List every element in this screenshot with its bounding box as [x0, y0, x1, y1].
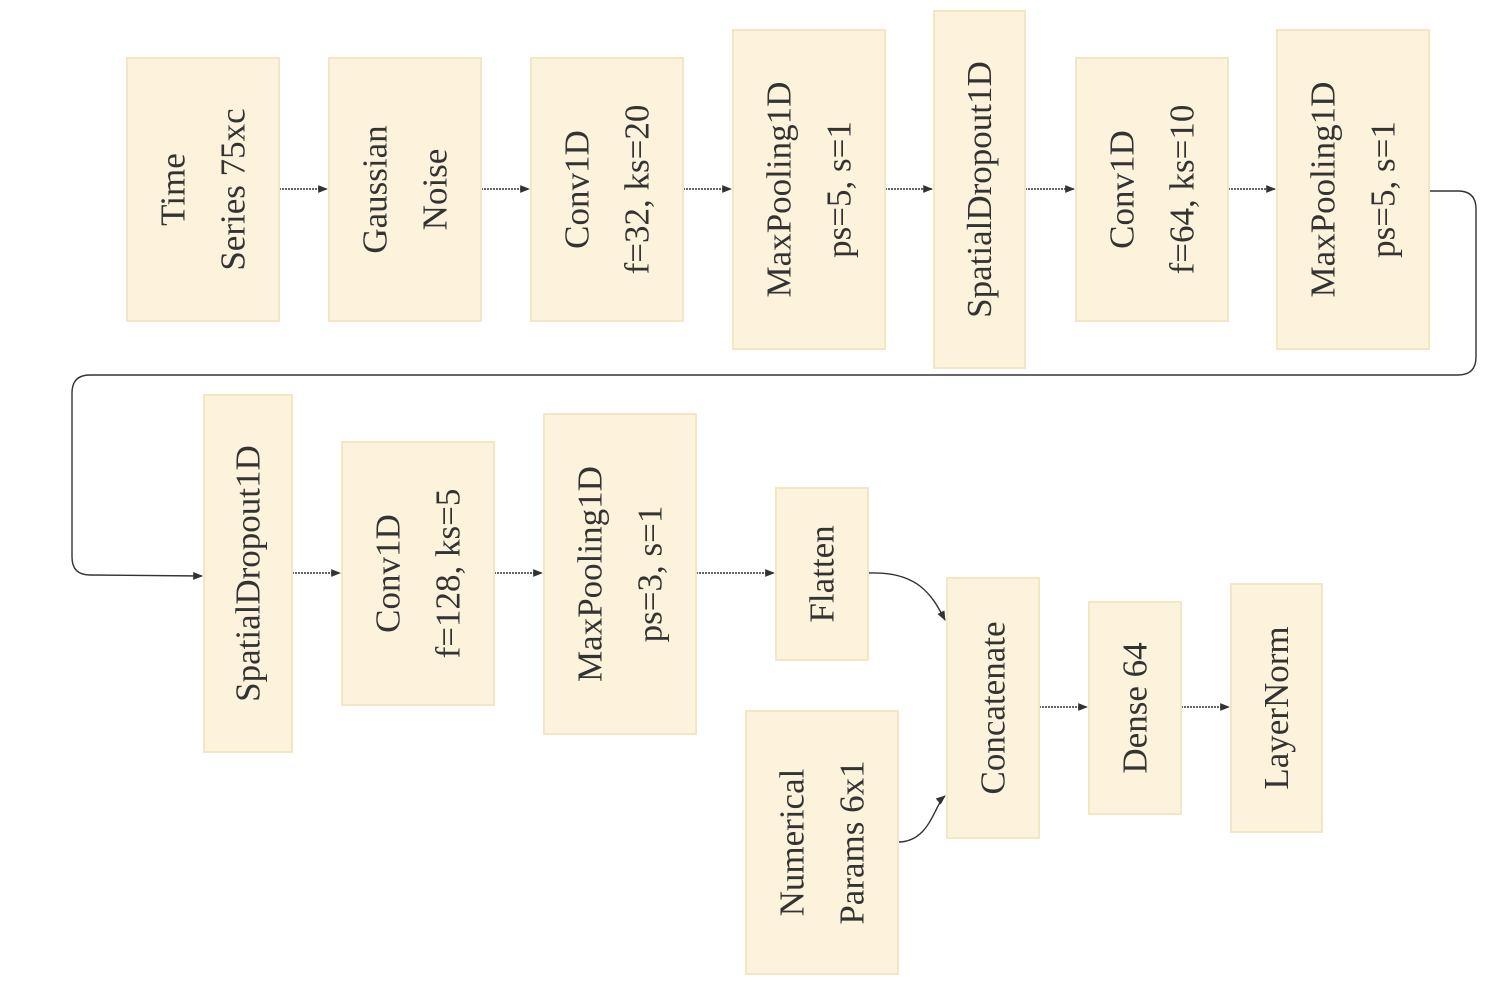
node-gaussian-noise: Gaussian Noise: [328, 57, 482, 322]
node-label: Dense 64: [1116, 642, 1155, 773]
node-box: [543, 413, 697, 735]
node-label: LayerNorm: [1257, 626, 1296, 789]
node-label: Time: [154, 153, 193, 226]
node-label: Gaussian: [356, 125, 395, 253]
node-box: [328, 57, 482, 322]
node-maxpool-2: MaxPooling1D ps=5, s=1: [1276, 29, 1430, 350]
node-label: ps=3, s=1: [631, 506, 670, 643]
edge-maxpool-2-to-spatialdropout-2: [71, 190, 1477, 580]
node-label: Concatenate: [974, 622, 1013, 795]
node-flatten: Flatten: [775, 487, 869, 661]
node-label: Params 6x1: [833, 760, 872, 924]
node-label: MaxPooling1D: [760, 82, 799, 298]
node-box: [203, 394, 293, 753]
node-label: Flatten: [803, 525, 842, 622]
node-label: SpatialDropout1D: [960, 61, 999, 318]
node-box: [933, 10, 1026, 369]
node-maxpool-3: MaxPooling1D ps=3, s=1: [543, 413, 697, 735]
node-time-series: Time Series 75xc: [126, 57, 280, 322]
node-box: [1276, 29, 1430, 350]
node-maxpool-1: MaxPooling1D ps=5, s=1: [732, 29, 886, 350]
node-box: [1230, 583, 1323, 833]
node-conv1d-2: Conv1D f=64, ks=10: [1075, 57, 1229, 322]
node-box: [745, 710, 899, 975]
node-box: [946, 577, 1040, 839]
node-label: SpatialDropout1D: [229, 445, 268, 702]
node-label: MaxPooling1D: [571, 466, 610, 682]
node-label: f=128, ks=5: [429, 489, 468, 659]
node-spatialdropout-2: SpatialDropout1D: [203, 394, 293, 753]
edges: [71, 185, 1477, 843]
node-label: Conv1D: [369, 514, 408, 633]
node-label: ps=5, s=1: [820, 121, 859, 258]
node-box: [1088, 601, 1182, 815]
node-numerical-params: Numerical Params 6x1: [745, 710, 899, 975]
node-concatenate: Concatenate: [946, 577, 1040, 839]
node-label: Series 75xc: [214, 108, 253, 270]
node-box: [126, 57, 280, 322]
node-box: [530, 57, 684, 322]
node-box: [1075, 57, 1229, 322]
node-label: ps=5, s=1: [1364, 121, 1403, 258]
edge-flatten-to-concatenate: [867, 572, 946, 621]
node-label: Noise: [416, 149, 455, 231]
node-label: f=64, ks=10: [1163, 105, 1202, 275]
node-box: [775, 487, 869, 661]
node-box: [341, 441, 495, 706]
edge-numerical-params-to-concatenate: [897, 795, 946, 843]
node-layernorm: LayerNorm: [1230, 583, 1323, 833]
node-box: [732, 29, 886, 350]
node-label: Conv1D: [1103, 130, 1142, 249]
node-label: Numerical: [773, 768, 812, 916]
node-conv1d-3: Conv1D f=128, ks=5: [341, 441, 495, 706]
node-label: f=32, ks=20: [618, 105, 657, 275]
node-dense-64: Dense 64: [1088, 601, 1182, 815]
node-conv1d-1: Conv1D f=32, ks=20: [530, 57, 684, 322]
node-label: MaxPooling1D: [1304, 82, 1343, 298]
node-spatialdropout-1: SpatialDropout1D: [933, 10, 1026, 369]
node-label: Conv1D: [558, 130, 597, 249]
